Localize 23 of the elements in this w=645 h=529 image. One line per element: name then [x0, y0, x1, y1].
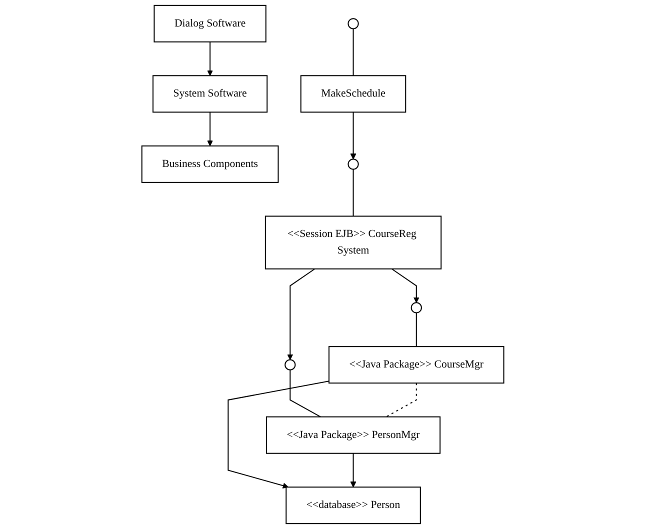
- node-box: Dialog Software: [153, 4, 266, 42]
- node-circle: [284, 359, 296, 370]
- node-box: System Software: [152, 75, 268, 113]
- node-box: <<Java Package>> CourseMgr: [328, 346, 504, 384]
- connector: [416, 312, 417, 347]
- node-box: Business Components: [141, 145, 278, 183]
- arrow: [227, 380, 329, 489]
- node-circle: [347, 18, 358, 30]
- arrow: [350, 453, 356, 488]
- node-circle: [347, 158, 358, 170]
- arrow: [286, 268, 315, 360]
- node-circle: [410, 302, 422, 314]
- arrow: [206, 112, 213, 146]
- node-box: MakeSchedule: [300, 75, 406, 113]
- arrow: [350, 112, 356, 160]
- node-box: <<Java Package>> PersonMgr: [266, 416, 440, 454]
- connector: [352, 169, 354, 216]
- arrow: [391, 268, 420, 303]
- node-box: <<Session EJB>> CourseReg System: [264, 216, 442, 270]
- connector: [352, 28, 354, 76]
- node-box: <<database>> Person: [285, 486, 421, 524]
- arrow: [206, 42, 213, 76]
- connector: [385, 383, 417, 418]
